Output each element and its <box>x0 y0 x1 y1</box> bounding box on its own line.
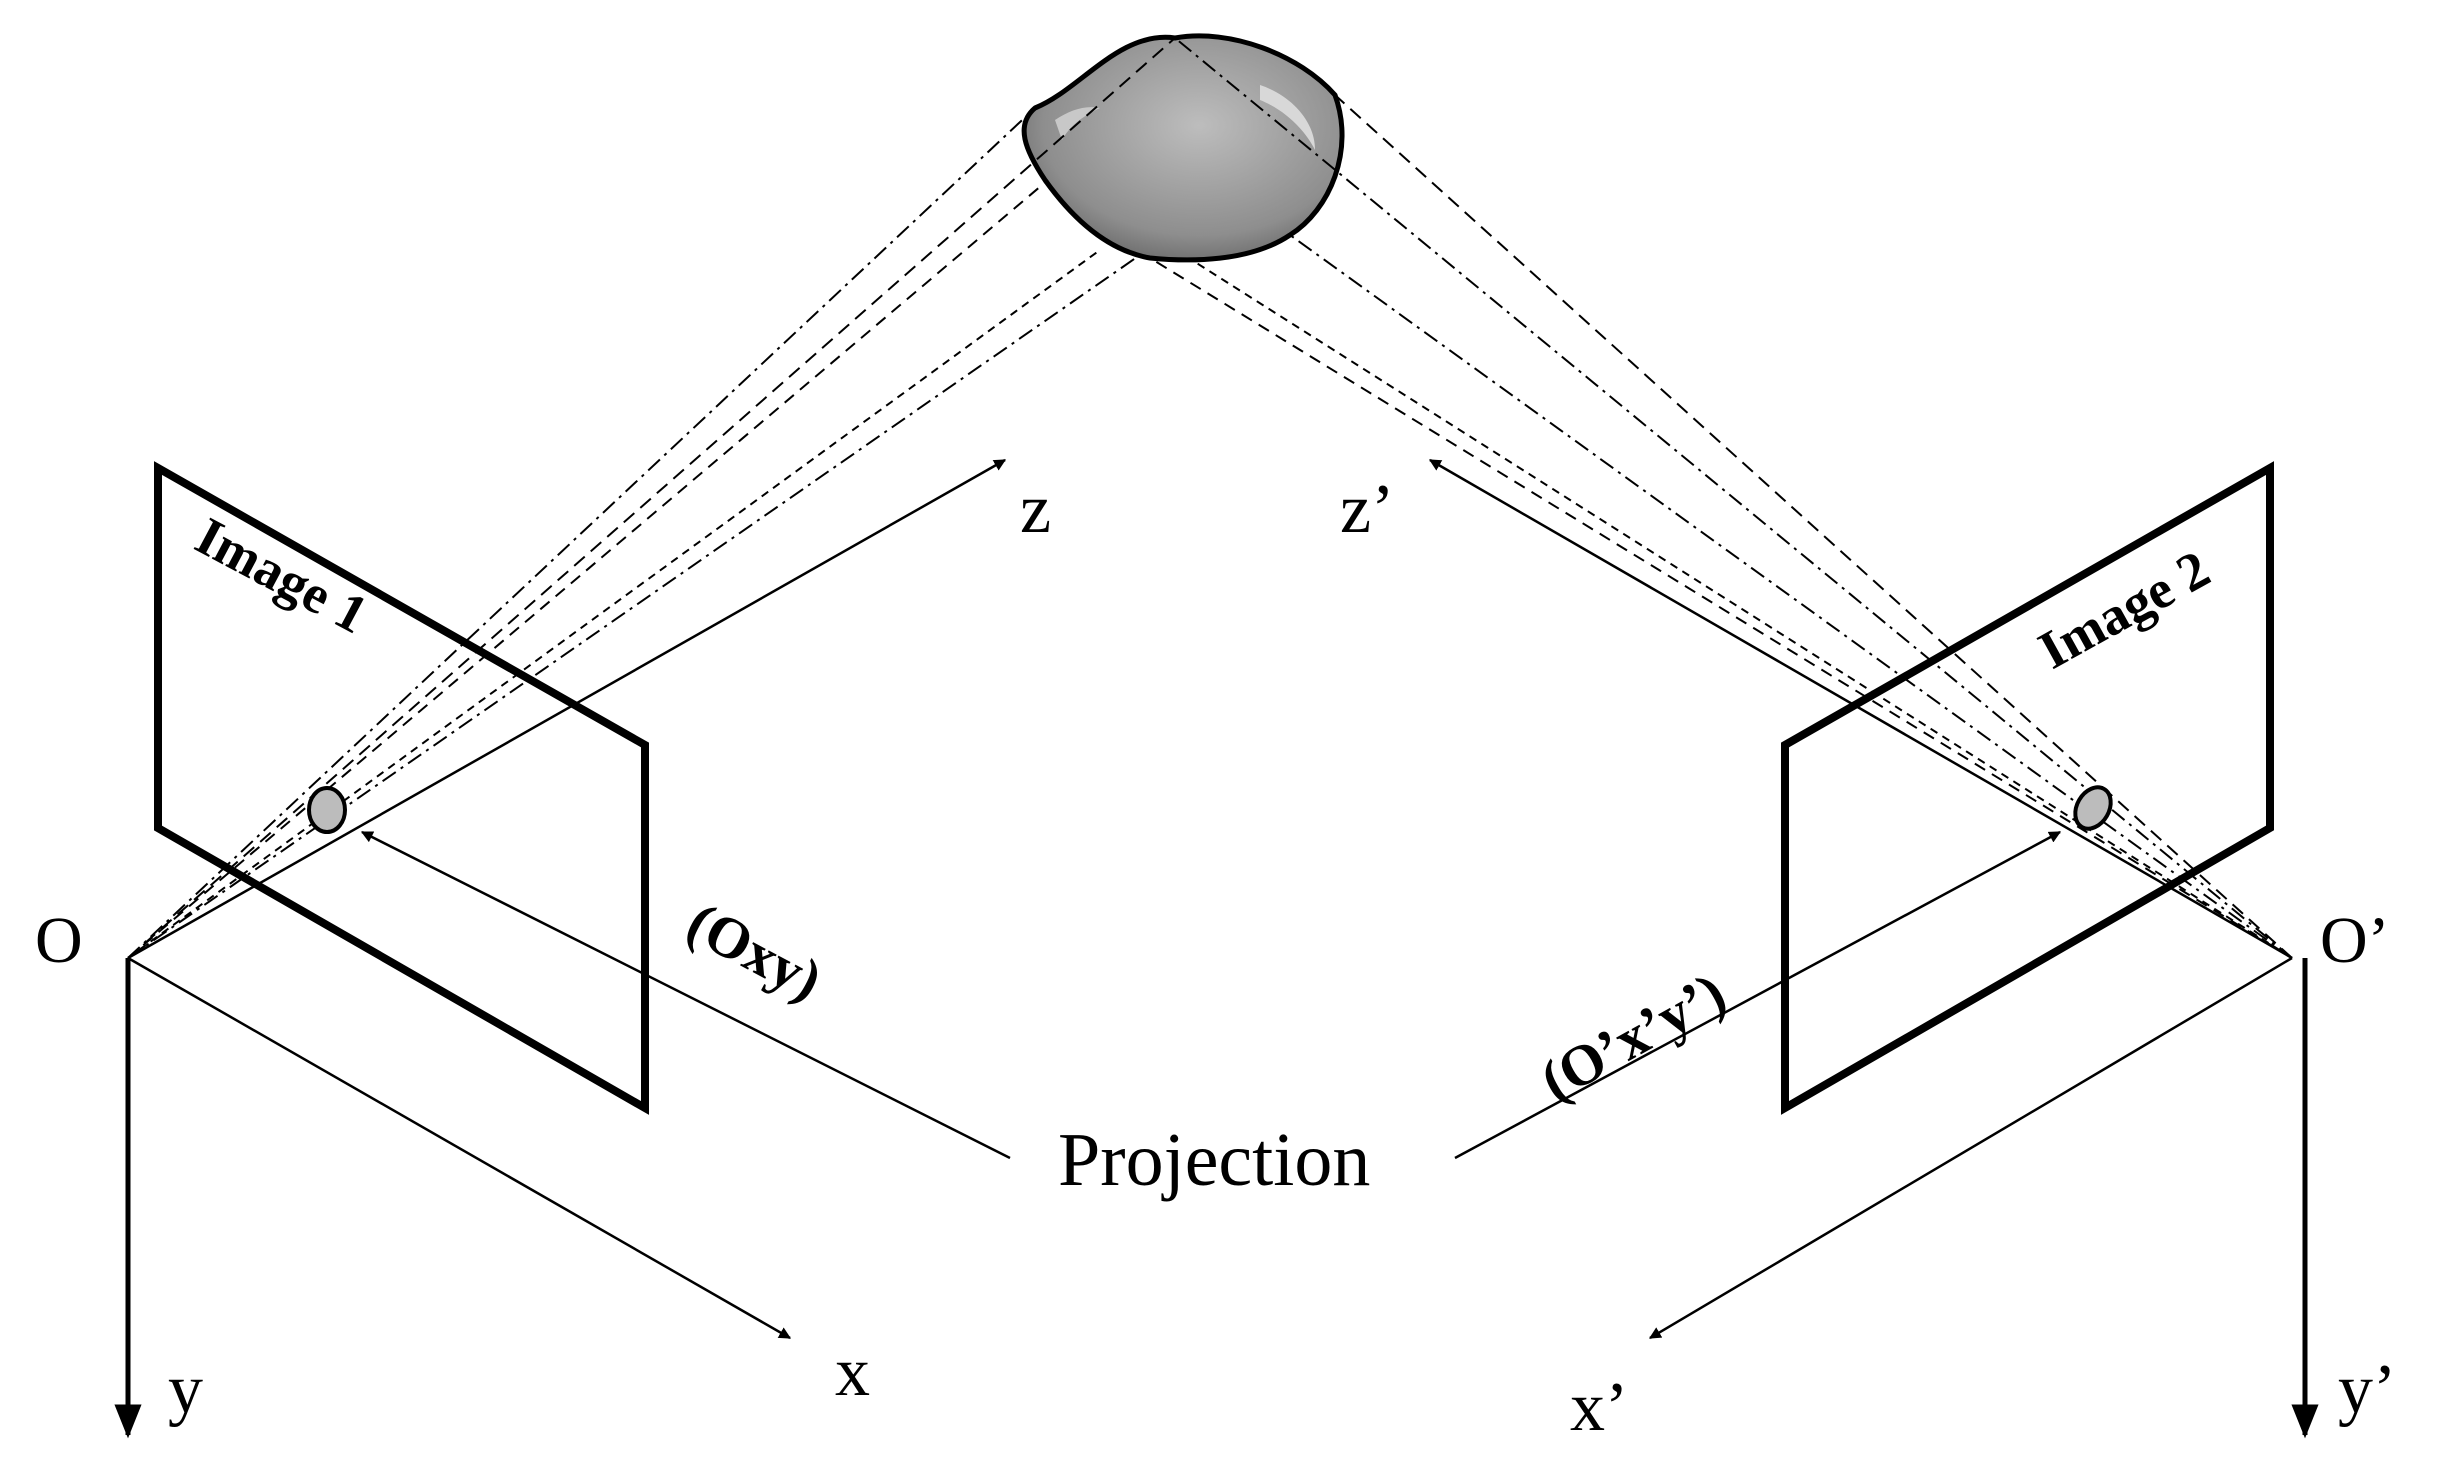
axis-left-x-label: x <box>835 1334 870 1411</box>
projection-point-left <box>307 786 347 834</box>
axis-left-y-label: y <box>168 1351 203 1428</box>
axis-right-y-label: y’ <box>2338 1351 2396 1428</box>
image-plane-left <box>154 461 649 1115</box>
projection-arrows <box>360 830 2062 1160</box>
axis-right-z-label: z’ <box>1340 471 1394 548</box>
plane-left-label: (Oxy) <box>677 889 833 1013</box>
origin-right-label: O’ <box>2320 904 2390 977</box>
image-plane-right <box>1781 461 2274 1115</box>
projection-label: Projection <box>1058 1118 1370 1202</box>
image2-label: Image 2 <box>2029 539 2219 681</box>
projection-point-right <box>2073 785 2113 831</box>
axis-right-x-label: x’ <box>1570 1369 1628 1446</box>
plane-right-label: (O’x’y’) <box>1530 960 1736 1114</box>
rays-left <box>127 37 1176 959</box>
axis-left-z-label: z <box>1020 471 1051 548</box>
axes-right <box>1428 458 2319 1439</box>
object-3d <box>1021 33 1345 263</box>
origin-left-label: O <box>35 904 83 977</box>
axes-left <box>114 458 1007 1439</box>
